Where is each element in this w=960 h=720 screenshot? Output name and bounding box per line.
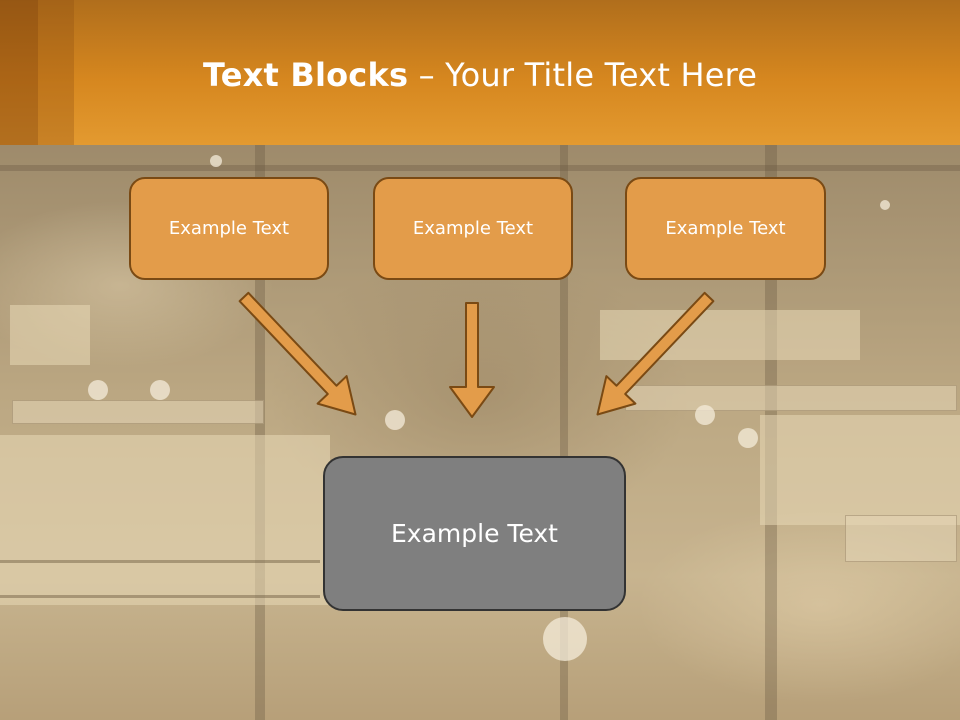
- accent-strip-secondary: [38, 0, 74, 145]
- arrow-left-diagonal: [238, 291, 357, 416]
- text-block-2-label: Example Text: [412, 218, 534, 239]
- result-text-block[interactable]: Example Text: [323, 456, 626, 611]
- text-block-1[interactable]: Example Text: [129, 177, 329, 280]
- text-block-1-label: Example Text: [168, 218, 290, 239]
- result-text-block-label: Example Text: [391, 519, 558, 548]
- slide-title-rest: – Your Title Text Here: [408, 56, 758, 94]
- accent-strip: [0, 0, 38, 145]
- text-block-2[interactable]: Example Text: [373, 177, 573, 280]
- arrow-right-diagonal: [596, 291, 715, 416]
- slide-title[interactable]: Text Blocks – Your Title Text Here: [203, 56, 757, 94]
- arrow-center-down: [449, 302, 495, 418]
- slide-title-bold: Text Blocks: [203, 56, 409, 94]
- title-band: Text Blocks – Your Title Text Here: [0, 0, 960, 145]
- text-block-3[interactable]: Example Text: [625, 177, 826, 280]
- text-block-3-label: Example Text: [665, 218, 786, 239]
